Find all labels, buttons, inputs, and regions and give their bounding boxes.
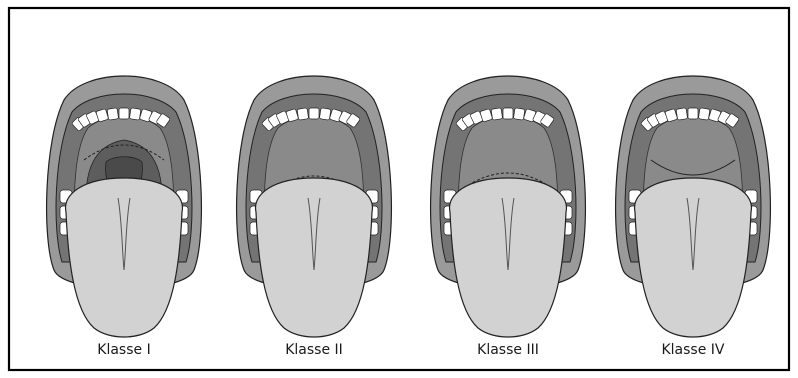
mouth-panel-3 [431,76,586,337]
tooth [319,108,331,120]
tongue [450,178,567,337]
tooth [119,108,129,119]
tooth [513,108,525,120]
mouth-panel-2 [237,76,392,337]
tooth [503,108,513,119]
tongue [635,178,752,337]
caption-klasse-3: Klasse III [448,342,568,358]
tooth [297,108,309,120]
caption-klasse-2: Klasse II [254,342,374,358]
tooth [688,108,698,119]
tooth [676,108,688,120]
mouth-panel-4 [616,76,771,337]
tooth [698,108,710,120]
tongue [66,178,183,337]
tongue [256,178,373,337]
tooth [309,108,319,119]
mouth-panel-1 [47,76,202,337]
tooth [107,108,119,120]
tooth [129,108,141,120]
caption-klasse-1: Klasse I [64,342,184,358]
caption-klasse-4: Klasse IV [633,342,753,358]
tooth [491,108,503,120]
